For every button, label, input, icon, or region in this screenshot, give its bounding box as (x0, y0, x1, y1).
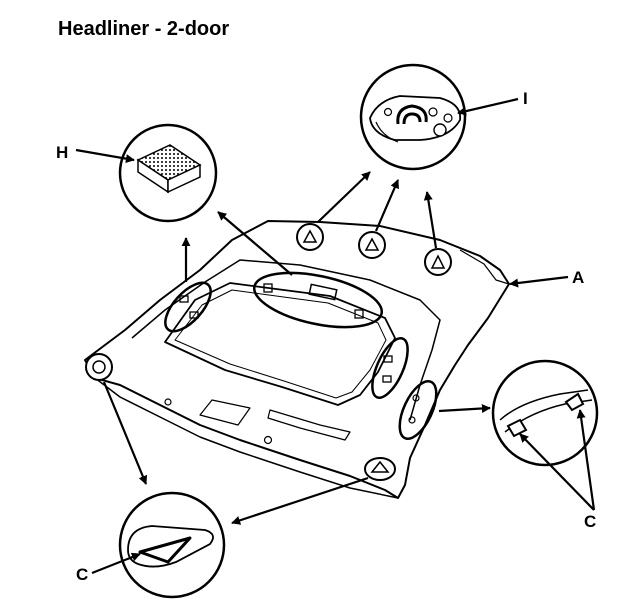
detail-circle-i (359, 63, 467, 171)
callout-c-right: C (584, 512, 596, 531)
detail-circle-h (118, 123, 218, 223)
right-sunvisor-area (371, 337, 409, 399)
rear-clip-2 (358, 231, 386, 259)
detail-circle-right (491, 359, 599, 467)
front-right-clip (364, 457, 396, 481)
callout-c-left: C (76, 565, 88, 584)
page-title: Headliner - 2-door (58, 18, 230, 40)
headliner-panel (84, 220, 510, 499)
callout-h: H (56, 143, 68, 162)
left-sunvisor-area (164, 281, 212, 333)
callout-a: A (572, 268, 584, 287)
center-light-area (252, 271, 384, 329)
rear-clip-1 (296, 223, 324, 251)
front-left-clip (85, 353, 113, 381)
callout-i: I (523, 89, 528, 108)
leader-arrows (75, 97, 596, 575)
right-side-area (398, 380, 438, 440)
rear-clip-3 (424, 248, 452, 276)
detail-circle-bottom-left (118, 491, 226, 599)
